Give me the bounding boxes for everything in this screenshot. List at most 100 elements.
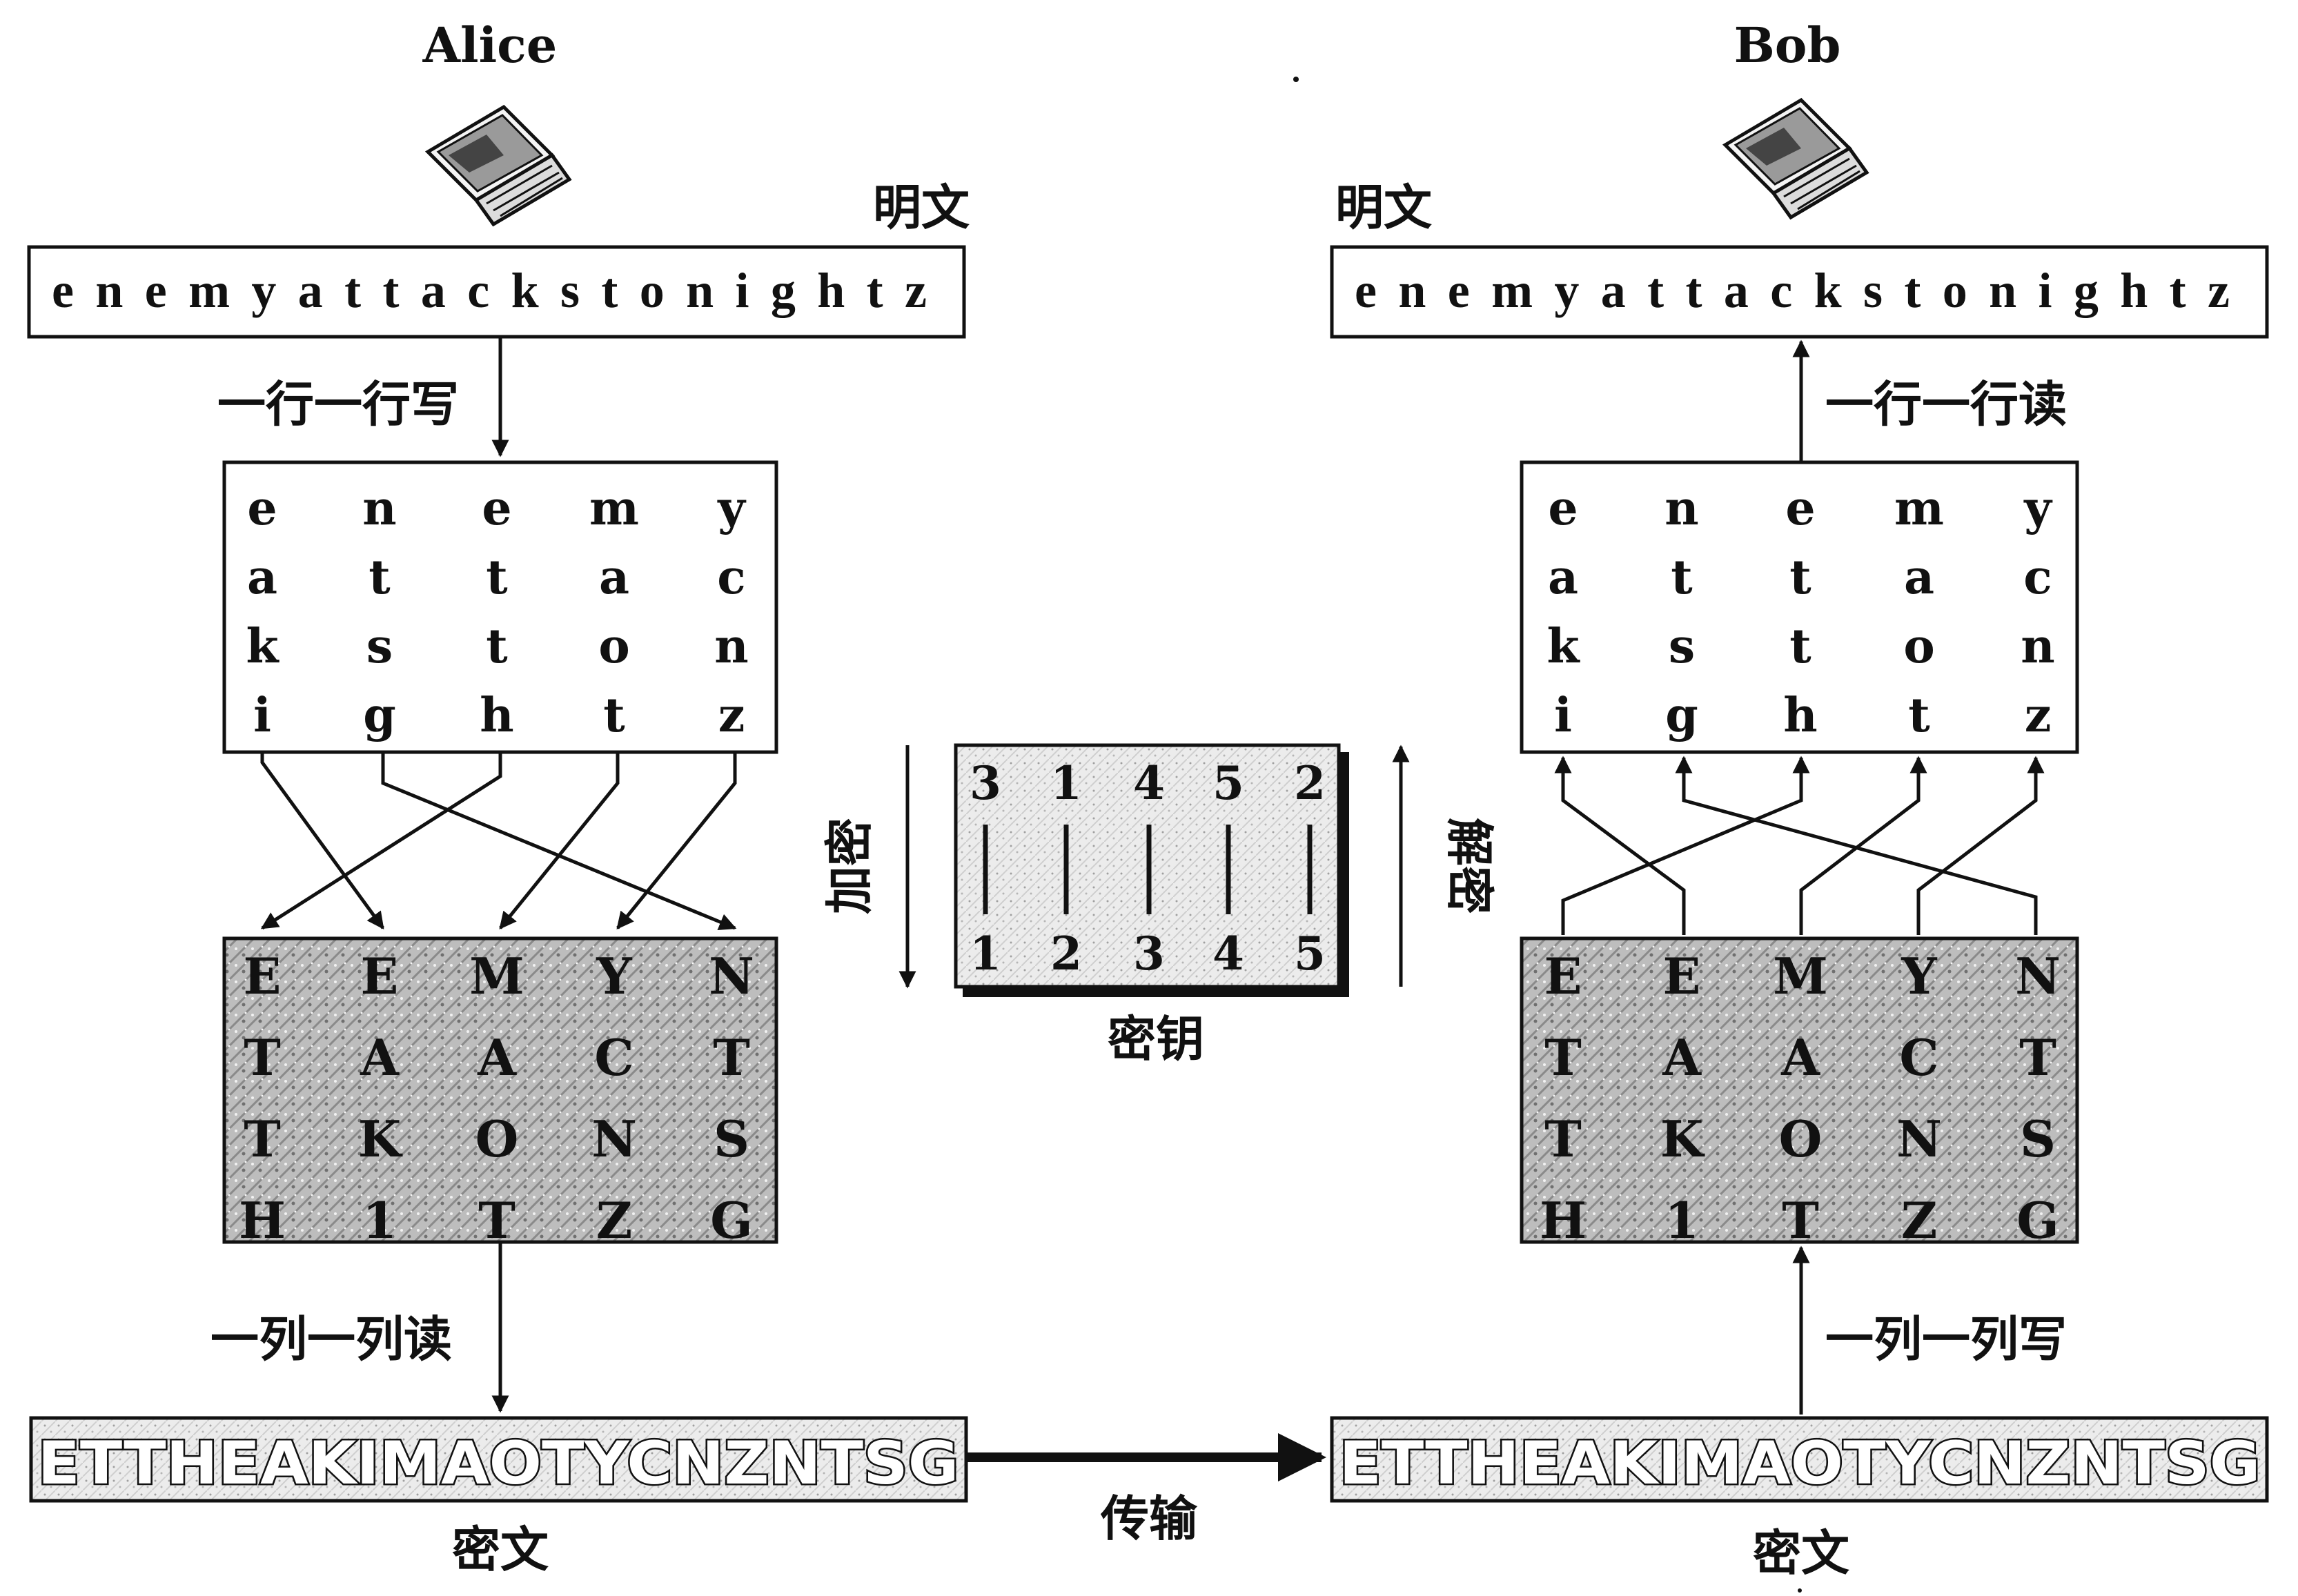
alice-permutation-lines (260, 753, 737, 930)
grid-cell: t (1671, 550, 1693, 605)
grid-cell: o (598, 619, 629, 674)
scan-speck (1798, 1588, 1802, 1593)
grid-cell: o (1903, 619, 1934, 674)
key-top-digit: 2 (1294, 756, 1326, 810)
grid-cell: n (2021, 619, 2054, 674)
grid-cell: C (594, 1028, 634, 1087)
grid-cell: k (246, 619, 279, 674)
grid-cell: t (1789, 619, 1811, 674)
key-top-digit: 3 (970, 756, 1001, 810)
decrypt-label: 解密 (1441, 818, 1498, 914)
grid-cell: y (717, 481, 747, 536)
alice-plaintext-label: 明文 (873, 179, 970, 236)
read-rows-label: 一行一行读 (1825, 375, 2067, 433)
grid-cell: i (253, 688, 271, 743)
grid-cell: i (1554, 688, 1572, 743)
grid-cell: G (710, 1191, 753, 1250)
grid-cell: y (2023, 481, 2053, 536)
key-top-digit: 4 (1133, 756, 1165, 810)
grid-cell: Y (596, 947, 633, 1005)
alice-plain-grid (222, 460, 778, 754)
grid-cell: m (1894, 481, 1944, 536)
bob-plaintext-box (1330, 245, 2269, 339)
bob-ciphertext: ETTHEAKIMAOTYCNZNTSG (1339, 1429, 2261, 1498)
grid-cell: s (366, 619, 393, 674)
alice-ciphertext: ETTHEAKIMAOTYCNZNTSG (38, 1429, 959, 1498)
grid-cell: a (1548, 550, 1578, 605)
grid-cell: T (244, 1028, 281, 1087)
grid-cell: h (1783, 688, 1817, 743)
grid-cell: g (1665, 688, 1698, 743)
grid-cell: h (480, 688, 513, 743)
grid-cell: E (361, 947, 399, 1005)
grid-cell: T (713, 1028, 750, 1087)
scan-speck (1293, 77, 1299, 82)
grid-cell: N (591, 1110, 637, 1168)
grid-cell: A (360, 1028, 400, 1087)
alice-laptop-icon (428, 107, 569, 224)
grid-cell: n (1664, 481, 1698, 536)
bob-label: Bob (1734, 17, 1841, 74)
grid-cell: g (363, 688, 396, 743)
read-columns-label: 一列一列读 (210, 1310, 452, 1368)
grid-cell: A (1780, 1028, 1820, 1087)
grid-cell: e (1785, 481, 1815, 536)
grid-cell: n (362, 481, 396, 536)
key-bottom-digit: 3 (1133, 927, 1165, 981)
write-columns-label: 一列一列写 (1825, 1310, 2067, 1368)
grid-cell: G (2016, 1191, 2059, 1250)
encrypt-label: 加密 (821, 818, 878, 914)
grid-cell: E (244, 947, 282, 1005)
grid-cell: z (2025, 688, 2052, 743)
grid-cell: K (1660, 1110, 1705, 1168)
grid-cell: t (369, 550, 391, 605)
alice-ciphertext-label: 密文 (452, 1521, 549, 1578)
grid-cell: Y (1901, 947, 1938, 1005)
grid-cell: T (478, 1191, 515, 1250)
bob-permutation-lines (1554, 756, 2045, 935)
key-label: 密钥 (1108, 1010, 1204, 1067)
grid-cell: H (1540, 1191, 1587, 1250)
grid-cell: A (1662, 1028, 1702, 1087)
grid-cell: a (247, 550, 277, 605)
grid-cell: K (358, 1110, 403, 1168)
grid-cell: z (718, 688, 745, 743)
grid-cell: O (475, 1110, 519, 1168)
alice-plaintext-box (27, 245, 966, 339)
grid-cell: t (486, 619, 508, 674)
grid-cell: T (1782, 1191, 1819, 1250)
grid-cell: O (1779, 1110, 1823, 1168)
grid-cell: Z (1901, 1191, 1938, 1250)
grid-cell: C (1899, 1028, 1938, 1087)
grid-cell: k (1546, 619, 1580, 674)
grid-cell: t (1789, 550, 1811, 605)
alice-label: Alice (422, 17, 558, 74)
key-bottom-digit: 1 (970, 927, 1001, 981)
grid-cell: N (709, 947, 754, 1005)
grid-cell: E (1663, 947, 1701, 1005)
grid-cell: c (717, 550, 745, 605)
grid-cell: 1 (1664, 1191, 1699, 1250)
grid-cell: a (599, 550, 629, 605)
grid-cell: e (1548, 481, 1578, 536)
grid-cell: T (1544, 1028, 1582, 1087)
bob-plain-grid (1520, 460, 2079, 754)
grid-cell: Z (596, 1191, 633, 1250)
key-top-digit: 1 (1050, 756, 1082, 810)
grid-cell: E (1544, 947, 1582, 1005)
grid-cell: S (2020, 1110, 2056, 1168)
grid-cell: S (714, 1110, 749, 1168)
bob-plaintext: enemyattackstonightz (1355, 263, 2245, 318)
grid-cell: s (1669, 619, 1695, 674)
grid-cell: N (2015, 947, 2061, 1005)
key-top-digit: 5 (1212, 756, 1244, 810)
alice-ciphertext-box (29, 1416, 968, 1503)
grid-cell: a (1904, 550, 1934, 605)
grid-cell: n (714, 619, 748, 674)
grid-cell: T (2019, 1028, 2056, 1087)
